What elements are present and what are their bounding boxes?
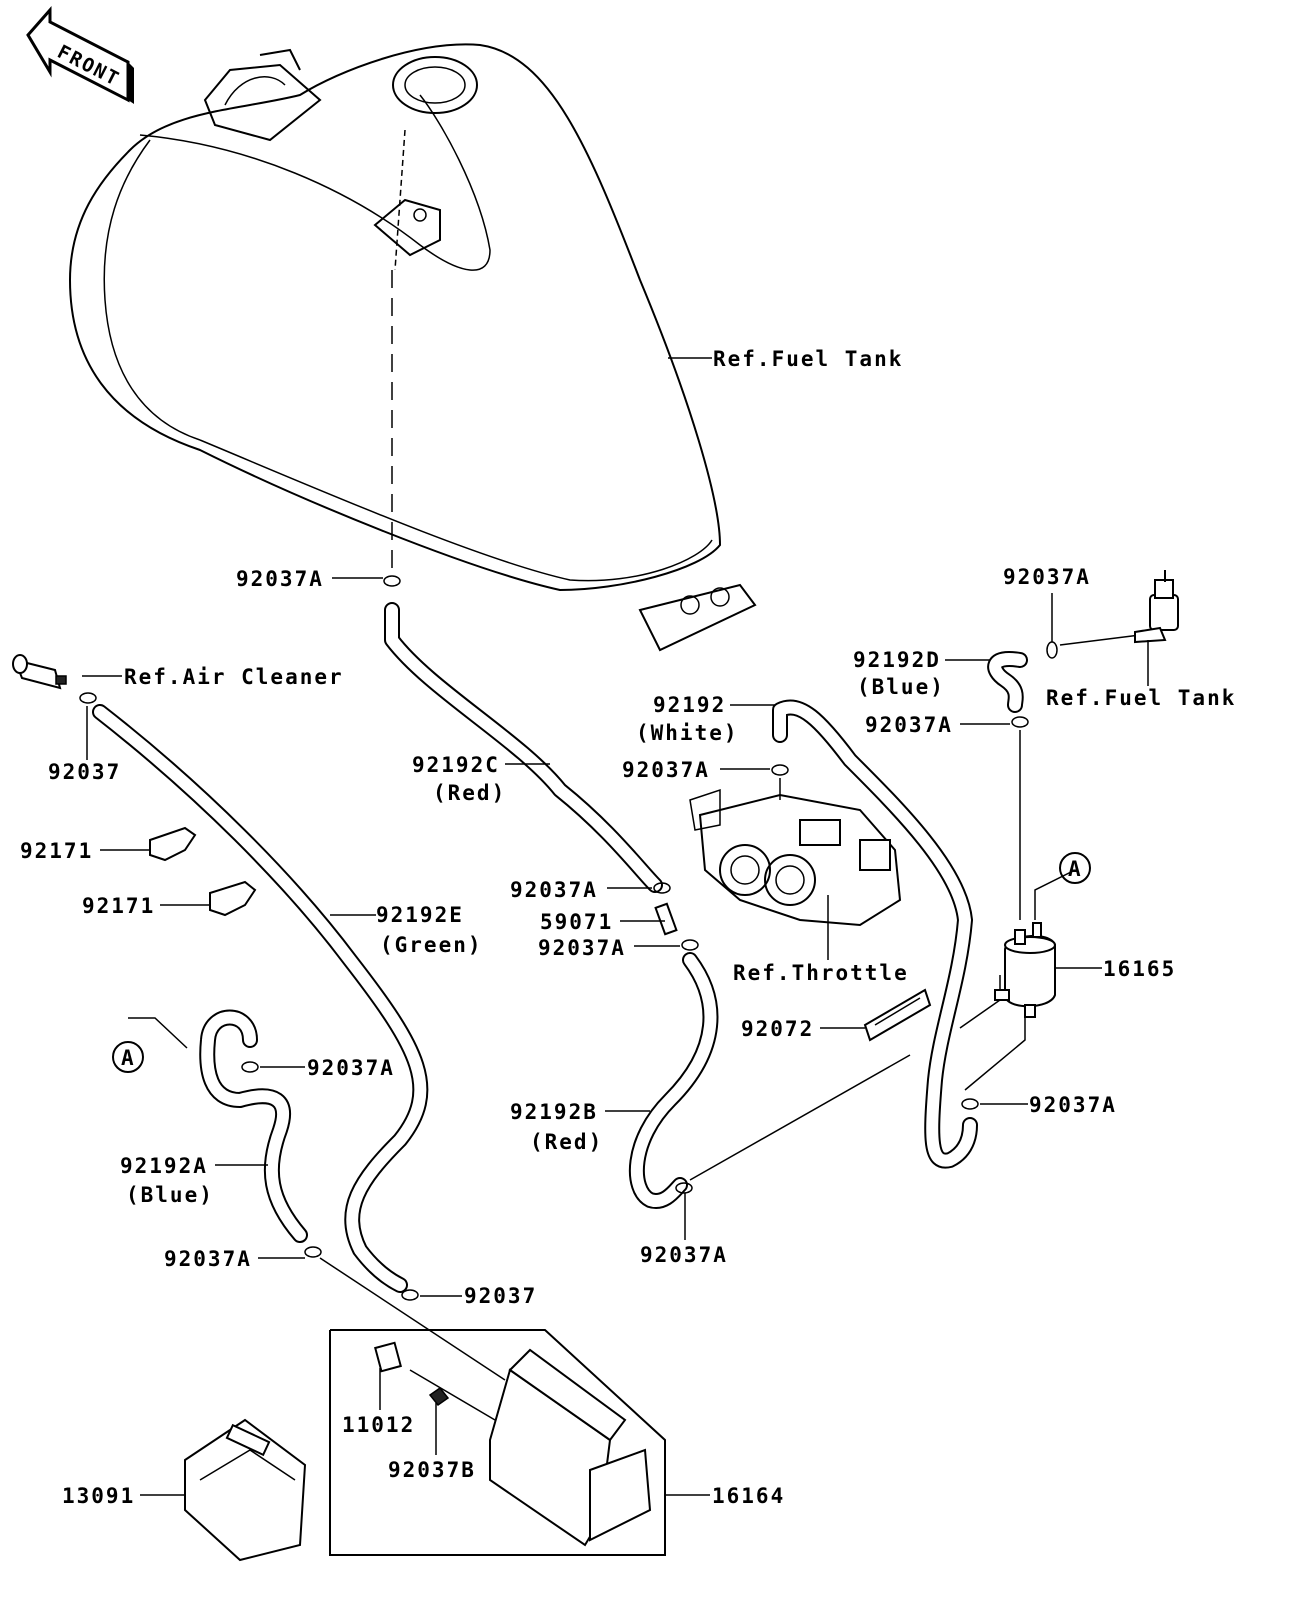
fuel-filter-16165 (994, 922, 1056, 1018)
clamps (79, 575, 1058, 1301)
fuel-tank (68, 43, 757, 652)
label-13091: 13091 (62, 1484, 135, 1508)
connection-lines (319, 634, 1141, 1421)
label-92192d: 92192D (853, 648, 941, 672)
air-cleaner-fitting (12, 654, 67, 690)
label-92037a-10: 92037A (164, 1247, 252, 1271)
label-92192b-color: (Red) (530, 1130, 603, 1154)
label-92037a-9: 92037A (640, 1243, 728, 1267)
label-92037a-6: 92037A (538, 936, 626, 960)
label-11012: 11012 (342, 1413, 415, 1437)
hose-holders (149, 826, 257, 917)
label-92037-2: 92037 (464, 1284, 537, 1308)
canister-group (329, 1329, 666, 1556)
label-92037b: 92037B (388, 1458, 476, 1482)
label-92192e-color: (Green) (380, 933, 483, 957)
label-16165: 16165 (1103, 957, 1176, 981)
label-92192: 92192 (653, 693, 726, 717)
label-92037a-3: 92037A (865, 713, 953, 737)
cover-13091 (184, 1418, 307, 1562)
band-92072 (863, 988, 932, 1042)
label-92192d-color: (Blue) (857, 675, 945, 699)
hose-92192-white (772, 699, 978, 1169)
label-16164: 16164 (712, 1484, 785, 1508)
label-92037a-4: 92037A (622, 758, 710, 782)
marker-a-left: A (112, 1017, 188, 1073)
label-92192c-color: (Red) (433, 781, 506, 805)
label-92171-1: 92171 (20, 839, 93, 863)
hose-92192a (199, 1009, 308, 1243)
label-92037a-7: 92037A (307, 1056, 395, 1080)
label-92037a-8: 92037A (1029, 1093, 1117, 1117)
label-92037a-1: 92037A (236, 567, 324, 591)
label-92037a-2: 92037A (1003, 565, 1091, 589)
label-92192c: 92192C (412, 753, 500, 777)
front-arrow-icon: FRONT (26, 6, 134, 104)
joint-59071 (654, 902, 678, 936)
label-92171-2: 92171 (82, 894, 155, 918)
svg-text:A: A (121, 1046, 134, 1070)
label-ref-air-cleaner: Ref.Air Cleaner (124, 665, 344, 689)
hose-92192e (92, 704, 429, 1293)
hose-92192b (628, 952, 719, 1209)
label-92192a-color: (Blue) (126, 1183, 214, 1207)
label-ref-throttle: Ref.Throttle (733, 961, 909, 985)
label-92192e: 92192E (376, 903, 464, 927)
label-92037-1: 92037 (48, 760, 121, 784)
label-92192a: 92192A (120, 1154, 208, 1178)
throttle-body (689, 778, 902, 960)
label-92037a-5: 92037A (510, 878, 598, 902)
hose-92192c (384, 602, 663, 893)
label-92192-color: (White) (636, 721, 739, 745)
svg-text:A: A (1068, 857, 1081, 881)
marker-a-right: A (1059, 852, 1091, 884)
hose-92192d (987, 651, 1028, 713)
part-labels: Ref.Fuel Tank 92037A 92037A 92192D (Blue… (20, 347, 1236, 1508)
label-ref-fuel-tank-right: Ref.Fuel Tank (1046, 686, 1236, 710)
label-59071: 59071 (540, 910, 613, 934)
label-92072: 92072 (741, 1017, 814, 1041)
fuel-tank-fitting (1134, 570, 1179, 644)
leader-lines (82, 357, 1149, 1496)
label-ref-fuel-tank-main: Ref.Fuel Tank (713, 347, 903, 371)
label-92192b: 92192B (510, 1100, 598, 1124)
